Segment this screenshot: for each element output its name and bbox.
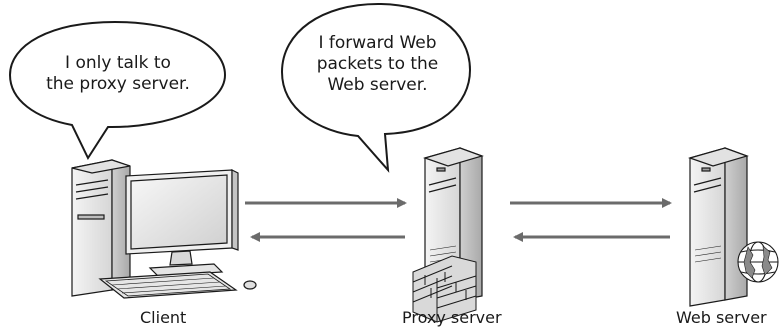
proxy-bubble-text: I forward Web packets to the Web server.: [290, 33, 465, 96]
proxy-bubble-line-1: I forward Web: [318, 33, 437, 53]
firewall-icon: [412, 255, 477, 323]
proxy-server-label: Proxy server: [402, 308, 502, 327]
proxy-speech-bubble: [280, 2, 472, 173]
desktop-computer-icon: [71, 159, 257, 299]
proxy-bubble-line-3: Web server.: [327, 75, 428, 95]
server-tower-icon: [688, 147, 749, 307]
proxy-bubble-line-2: packets to the: [316, 54, 439, 74]
client-bubble-line-2: the proxy server.: [46, 74, 190, 94]
web-server-label: Web server: [676, 308, 767, 327]
client-bubble-line-1: I only talk to: [65, 53, 171, 73]
client-bubble-text: I only talk to the proxy server.: [28, 53, 208, 95]
client-speech-bubble: [8, 20, 227, 161]
globe-icon: [737, 241, 779, 283]
client-label: Client: [140, 308, 187, 327]
